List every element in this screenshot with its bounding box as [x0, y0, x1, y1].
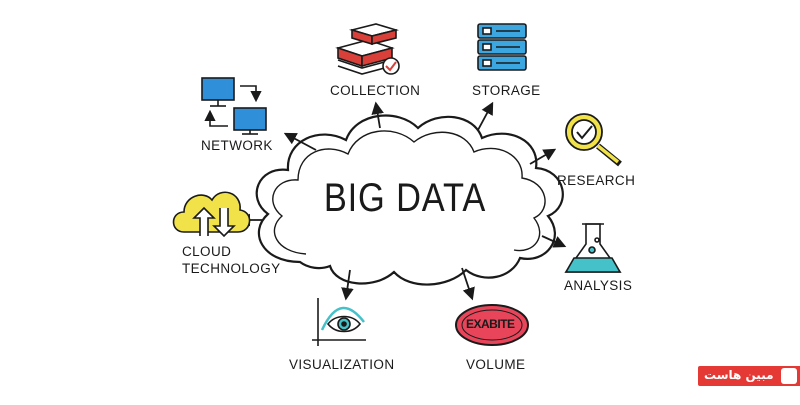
watermark-logo-icon: [781, 368, 797, 384]
arrow-collection: [371, 101, 384, 129]
label-research: RESEARCH: [557, 173, 636, 188]
arrow-visualization: [341, 269, 354, 301]
arrow-research: [529, 148, 557, 165]
label-visualization: VISUALIZATION: [289, 357, 395, 372]
analysis-icon: [564, 223, 622, 273]
arrow-volume: [461, 267, 475, 301]
watermark-logo: مبین هاست: [698, 366, 800, 386]
collection-icon: [335, 23, 400, 75]
label-analysis: ANALYSIS: [564, 278, 633, 293]
diagram-title: BIG DATA: [323, 176, 487, 220]
cloud-technology-icon: [172, 191, 251, 238]
arrow-network: [283, 132, 317, 151]
label-storage: STORAGE: [472, 83, 541, 98]
volume-icon: [455, 304, 529, 346]
storage-icon: [477, 23, 527, 71]
label-cloud-line1: CLOUD: [182, 244, 232, 259]
visualization-icon: [312, 298, 366, 346]
label-cloud-line2: TECHNOLOGY: [182, 261, 281, 276]
label-network: NETWORK: [201, 138, 273, 153]
label-exabite: EXABITE: [466, 317, 515, 331]
arrow-storage: [477, 101, 494, 131]
label-collection: COLLECTION: [330, 83, 421, 98]
watermark-text: مبین هاست: [704, 368, 774, 382]
research-icon: [565, 113, 622, 167]
network-icon: [201, 77, 267, 135]
arrow-analysis: [541, 235, 567, 248]
label-volume: VOLUME: [466, 357, 526, 372]
